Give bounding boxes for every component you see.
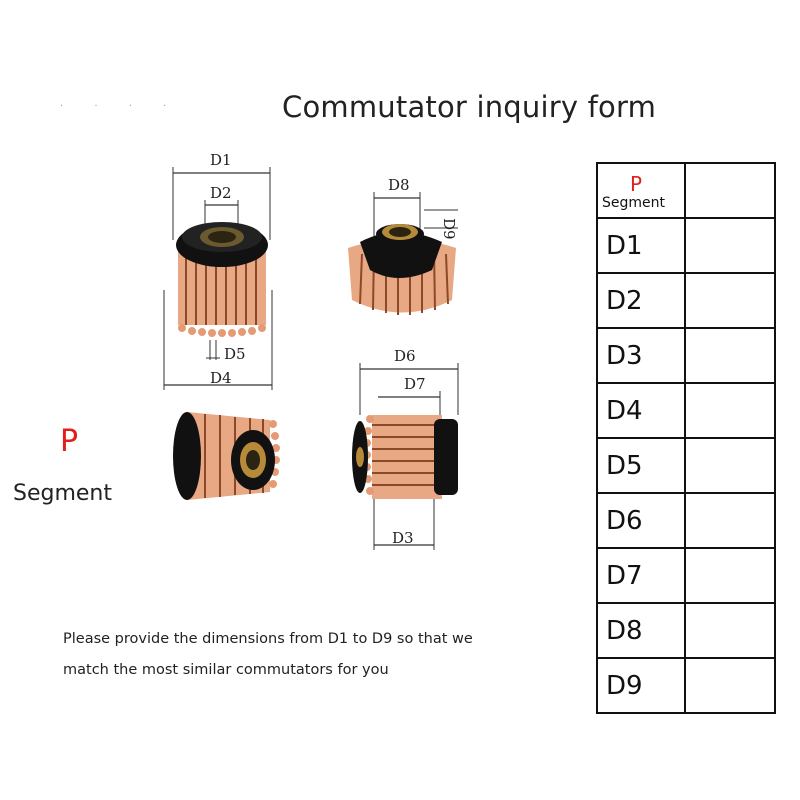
dim-label-d9: D9 (440, 218, 458, 240)
commutator-figure-profile: D6 D7 D3 (352, 347, 459, 550)
dimension-value-cell[interactable] (684, 382, 776, 439)
segment-value-cell[interactable] (684, 162, 776, 219)
instructions-line-2: match the most similar commutators for y… (63, 662, 389, 678)
instructions-line-1: Please provide the dimensions from D1 to… (63, 631, 473, 647)
dimension-label-cell: D2 (596, 272, 686, 329)
legend-segment-label: Segment (13, 481, 112, 506)
dim-label-d3: D3 (392, 529, 414, 547)
dimension-value-cell[interactable] (684, 217, 776, 274)
dim-label-d8: D8 (388, 176, 410, 194)
table-row: D7 (596, 547, 776, 604)
dim-label-d2: D2 (210, 184, 232, 202)
dimension-value-cell[interactable] (684, 547, 776, 604)
dim-label-d1: D1 (210, 151, 232, 169)
dimension-label-cell: D5 (596, 437, 686, 494)
table-row: D5 (596, 437, 776, 494)
dimension-value-cell[interactable] (684, 657, 776, 714)
page-title: Commutator inquiry form (282, 90, 657, 124)
dimension-label-cell: D1 (596, 217, 686, 274)
dimension-label-cell: D9 (596, 657, 686, 714)
table-row: D2 (596, 272, 776, 329)
dimension-label-cell: D8 (596, 602, 686, 659)
table-row: D6 (596, 492, 776, 549)
instructions: Please provide the dimensions from D1 to… (63, 624, 533, 686)
commutator-figure-side (173, 412, 280, 500)
table-row: D3 (596, 327, 776, 384)
table-row: D9 (596, 657, 776, 714)
dimension-label-cell: D7 (596, 547, 686, 604)
dim-label-d7: D7 (404, 375, 426, 393)
table-row: D8 (596, 602, 776, 659)
dimension-value-cell[interactable] (684, 602, 776, 659)
dimension-value-cell[interactable] (684, 492, 776, 549)
dimension-label-cell: D3 (596, 327, 686, 384)
dimension-value-cell[interactable] (684, 327, 776, 384)
dimension-value-cell[interactable] (684, 272, 776, 329)
commutator-figure-top: D8 D9 (348, 176, 458, 315)
segment-p-symbol: P (629, 171, 643, 196)
legend-p-symbol: P (60, 424, 79, 459)
dimension-label-cell: D6 (596, 492, 686, 549)
segment-header-label: Segment (602, 194, 665, 211)
commutator-figure-front: D1 D2 D5 D4 (163, 151, 273, 390)
table-row: D1 (596, 217, 776, 274)
dim-label-d5: D5 (224, 345, 246, 363)
table-header-row: P Segment (596, 162, 776, 219)
dimension-label-cell: D4 (596, 382, 686, 439)
table-row: D4 (596, 382, 776, 439)
dim-label-d4: D4 (210, 369, 232, 387)
dim-label-d6: D6 (394, 347, 416, 365)
segment-header-cell: P Segment (596, 162, 686, 219)
scan-dots: . . . . (60, 98, 181, 109)
dimension-value-cell[interactable] (684, 437, 776, 494)
